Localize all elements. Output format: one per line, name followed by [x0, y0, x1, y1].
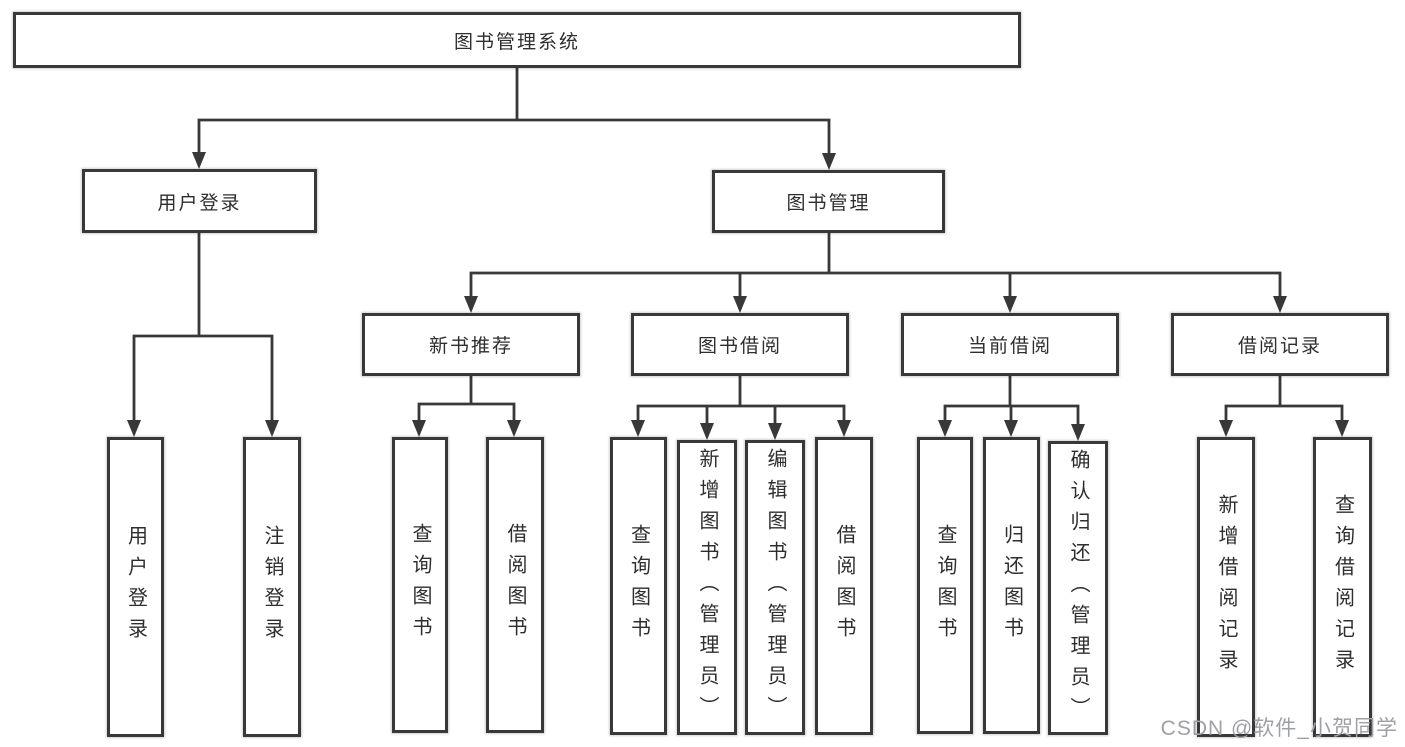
leaf-current-confirm-return-admin-label: 确认归还（管理员） — [1067, 448, 1089, 728]
edge-record-to-leaves — [1224, 376, 1344, 434]
node-book-management-label: 图书管理 — [786, 193, 871, 214]
leaf-borrow-borrow-book-label: 借阅图书 — [833, 524, 855, 648]
node-user-login-label: 用户登录 — [157, 192, 242, 214]
node-borrow-record: 借阅记录 — [1171, 313, 1389, 376]
leaf-current-confirm-return-admin: 确认归还（管理员） — [1048, 441, 1108, 735]
node-current-borrow-label: 当前借阅 — [967, 336, 1052, 357]
node-book-borrow: 图书借阅 — [631, 313, 849, 376]
leaf-logout: 注销登录 — [243, 437, 301, 737]
leaf-current-query-book-label: 查询图书 — [934, 523, 956, 648]
leaf-current-query-book: 查询图书 — [917, 437, 973, 734]
leaf-borrow-query-book-label: 查询图书 — [627, 524, 650, 648]
node-new-book-recommend: 新书推荐 — [362, 313, 580, 376]
csdn-watermark: CSDN @软件_小贺同学 — [1160, 717, 1398, 740]
edge-bookmgmt-to-level3 — [469, 233, 1282, 310]
node-book-borrow-label: 图书借阅 — [697, 336, 782, 357]
leaf-recommend-borrow-book: 借阅图书 — [486, 437, 544, 733]
leaf-record-add-record-label: 新增借阅记录 — [1215, 494, 1237, 680]
leaf-record-query-record-label: 查询借阅记录 — [1331, 494, 1354, 680]
leaf-borrow-add-book-admin-label: 新增图书（管理员） — [696, 448, 718, 727]
node-user-login: 用户登录 — [82, 169, 317, 233]
leaf-recommend-borrow-book-label: 借阅图书 — [504, 523, 526, 647]
edge-recommend-to-leaves — [417, 376, 516, 434]
leaf-recommend-query-book-label: 查询图书 — [409, 523, 431, 647]
leaf-borrow-borrow-book: 借阅图书 — [815, 437, 873, 735]
node-new-book-recommend-label: 新书推荐 — [428, 336, 513, 357]
edge-userlogin-to-leaves — [132, 233, 274, 434]
node-current-borrow: 当前借阅 — [901, 313, 1119, 376]
leaf-borrow-edit-book-admin-label: 编辑图书（管理员） — [764, 448, 786, 727]
node-book-management: 图书管理 — [712, 170, 945, 233]
leaf-user-login: 用户登录 — [107, 437, 164, 737]
node-root: 图书管理系统 — [13, 12, 1021, 68]
leaf-borrow-edit-book-admin: 编辑图书（管理员） — [745, 440, 805, 735]
edge-root-to-level2 — [197, 68, 831, 166]
leaf-borrow-query-book: 查询图书 — [610, 437, 667, 735]
leaf-record-query-record: 查询借阅记录 — [1313, 437, 1372, 737]
leaf-current-return-book-label: 归还图书 — [1000, 523, 1023, 648]
arrowheads — [127, 152, 1349, 441]
node-borrow-record-label: 借阅记录 — [1237, 336, 1322, 357]
leaf-current-return-book: 归还图书 — [983, 437, 1040, 734]
node-root-label: 图书管理系统 — [453, 31, 580, 53]
leaf-user-login-label: 用户登录 — [124, 525, 147, 649]
leaf-logout-label: 注销登录 — [261, 525, 283, 649]
leaf-recommend-query-book: 查询图书 — [392, 437, 448, 733]
leaf-record-add-record: 新增借阅记录 — [1197, 437, 1255, 737]
edge-borrow-to-leaves — [636, 376, 846, 437]
leaf-borrow-add-book-admin: 新增图书（管理员） — [677, 440, 737, 735]
